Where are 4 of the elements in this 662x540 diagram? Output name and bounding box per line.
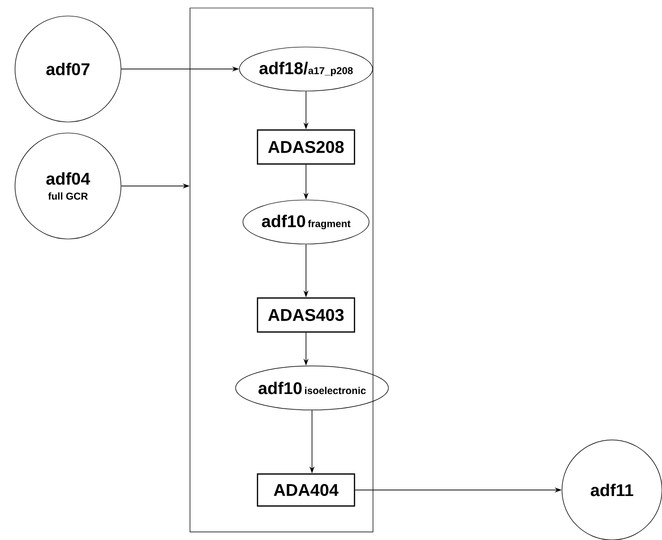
process-box: ADAS403: [256, 297, 356, 333]
process-box: ADA404: [256, 473, 356, 507]
process-box: ADAS208: [256, 129, 356, 165]
container-frame: [190, 8, 374, 532]
